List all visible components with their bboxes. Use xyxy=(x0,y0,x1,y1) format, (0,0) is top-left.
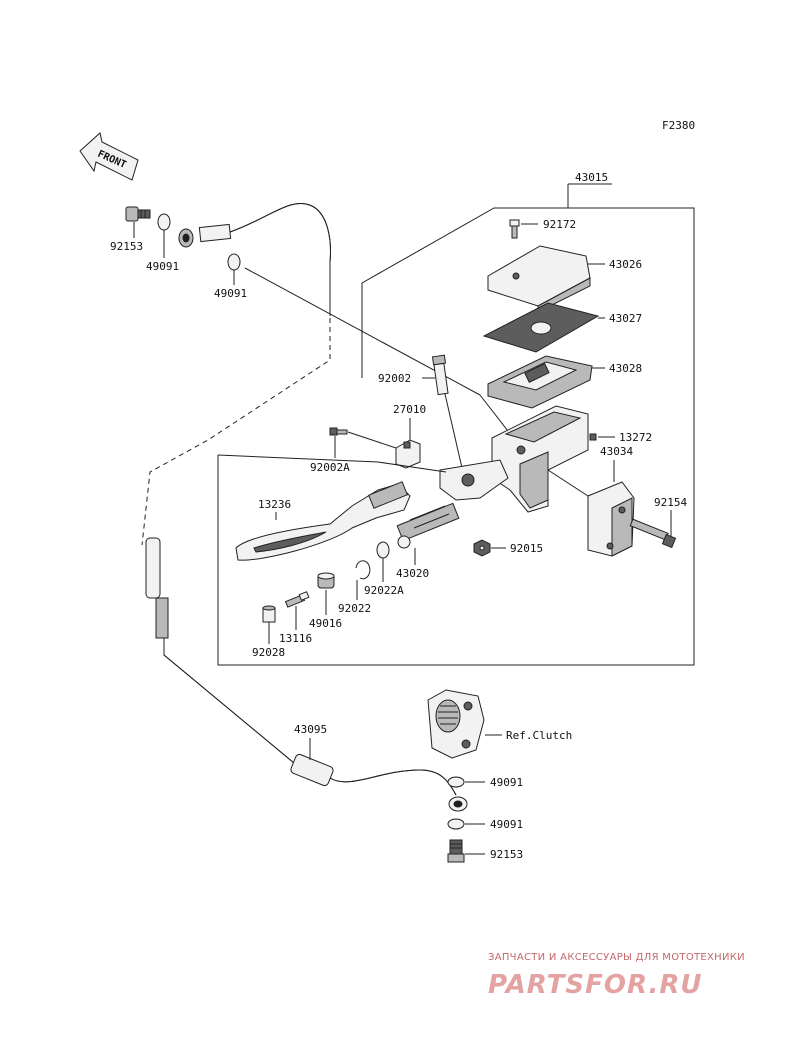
lever-nut xyxy=(473,539,491,557)
reservoir-plate xyxy=(482,302,600,353)
banjo-bolt-bottom xyxy=(447,839,465,863)
piston-assembly xyxy=(396,502,460,549)
slave-cylinder xyxy=(427,689,485,759)
label-43028: 43028 xyxy=(609,362,642,375)
label-27010: 27010 xyxy=(393,403,426,416)
label-92028: 92028 xyxy=(252,646,285,659)
label-13272: 13272 xyxy=(619,431,652,444)
label-43027: 43027 xyxy=(609,312,642,325)
label-92022A: 92022A xyxy=(364,584,404,597)
clamp-bolt xyxy=(629,518,677,549)
label-92002A: 92002A xyxy=(310,461,350,474)
circlip xyxy=(355,560,371,580)
clutch-hose-upper xyxy=(178,203,331,316)
master-cylinder-body xyxy=(491,405,589,513)
label-43034: 43034 xyxy=(600,445,633,458)
label-92015: 92015 xyxy=(510,542,543,555)
handlebar-clamp xyxy=(587,481,635,557)
label-92153-top: 92153 xyxy=(110,240,143,253)
assembly-label: 43015 xyxy=(575,171,608,184)
hose-routing-dashed-line xyxy=(141,318,331,546)
pivot-bolt xyxy=(431,354,449,396)
washer-bottom-b xyxy=(447,818,465,830)
label-49091-top-a: 49091 xyxy=(146,260,179,273)
piston-cup xyxy=(317,572,335,589)
label-43020: 43020 xyxy=(396,567,429,580)
label-43095: 43095 xyxy=(294,723,327,736)
switch-screw xyxy=(329,427,348,436)
label-49016: 49016 xyxy=(309,617,342,630)
reservoir-diaphragm xyxy=(487,355,593,409)
watermark-subtitle: ЗАПЧАСТИ И АКСЕССУАРЫ ДЛЯ МОТОТЕХНИКИ xyxy=(488,952,745,963)
banjo-bolt-top xyxy=(125,206,151,222)
washer-92022A xyxy=(376,541,390,559)
clutch-switch xyxy=(395,439,421,469)
label-13116: 13116 xyxy=(279,632,312,645)
figure-code: F2380 xyxy=(662,119,695,132)
washer-top-b xyxy=(227,253,241,271)
watermark-brand: PARTSFOR.RU xyxy=(488,970,702,1000)
front-arrow-icon: FRONT xyxy=(79,132,139,181)
label-92153-bottom: 92153 xyxy=(490,848,523,861)
clutch-lever xyxy=(235,459,509,561)
push-rod xyxy=(284,591,310,608)
ref-clutch-label: Ref.Clutch xyxy=(506,729,572,742)
label-13236: 13236 xyxy=(258,498,291,511)
reservoir-cap xyxy=(487,245,591,313)
assembly-box-outline xyxy=(217,183,695,666)
label-92022: 92022 xyxy=(338,602,371,615)
cap-screw xyxy=(509,219,520,239)
label-92172: 92172 xyxy=(543,218,576,231)
washer-top-a xyxy=(157,213,171,231)
label-49091-bottom-b: 49091 xyxy=(490,818,523,831)
label-49091-bottom-a: 49091 xyxy=(490,776,523,789)
label-49091-top-b: 49091 xyxy=(214,287,247,300)
small-pin xyxy=(589,433,597,441)
label-92154: 92154 xyxy=(654,496,687,509)
dust-cap xyxy=(262,605,276,623)
label-43026: 43026 xyxy=(609,258,642,271)
label-92002: 92002 xyxy=(378,372,411,385)
washer-bottom-a xyxy=(447,776,465,788)
